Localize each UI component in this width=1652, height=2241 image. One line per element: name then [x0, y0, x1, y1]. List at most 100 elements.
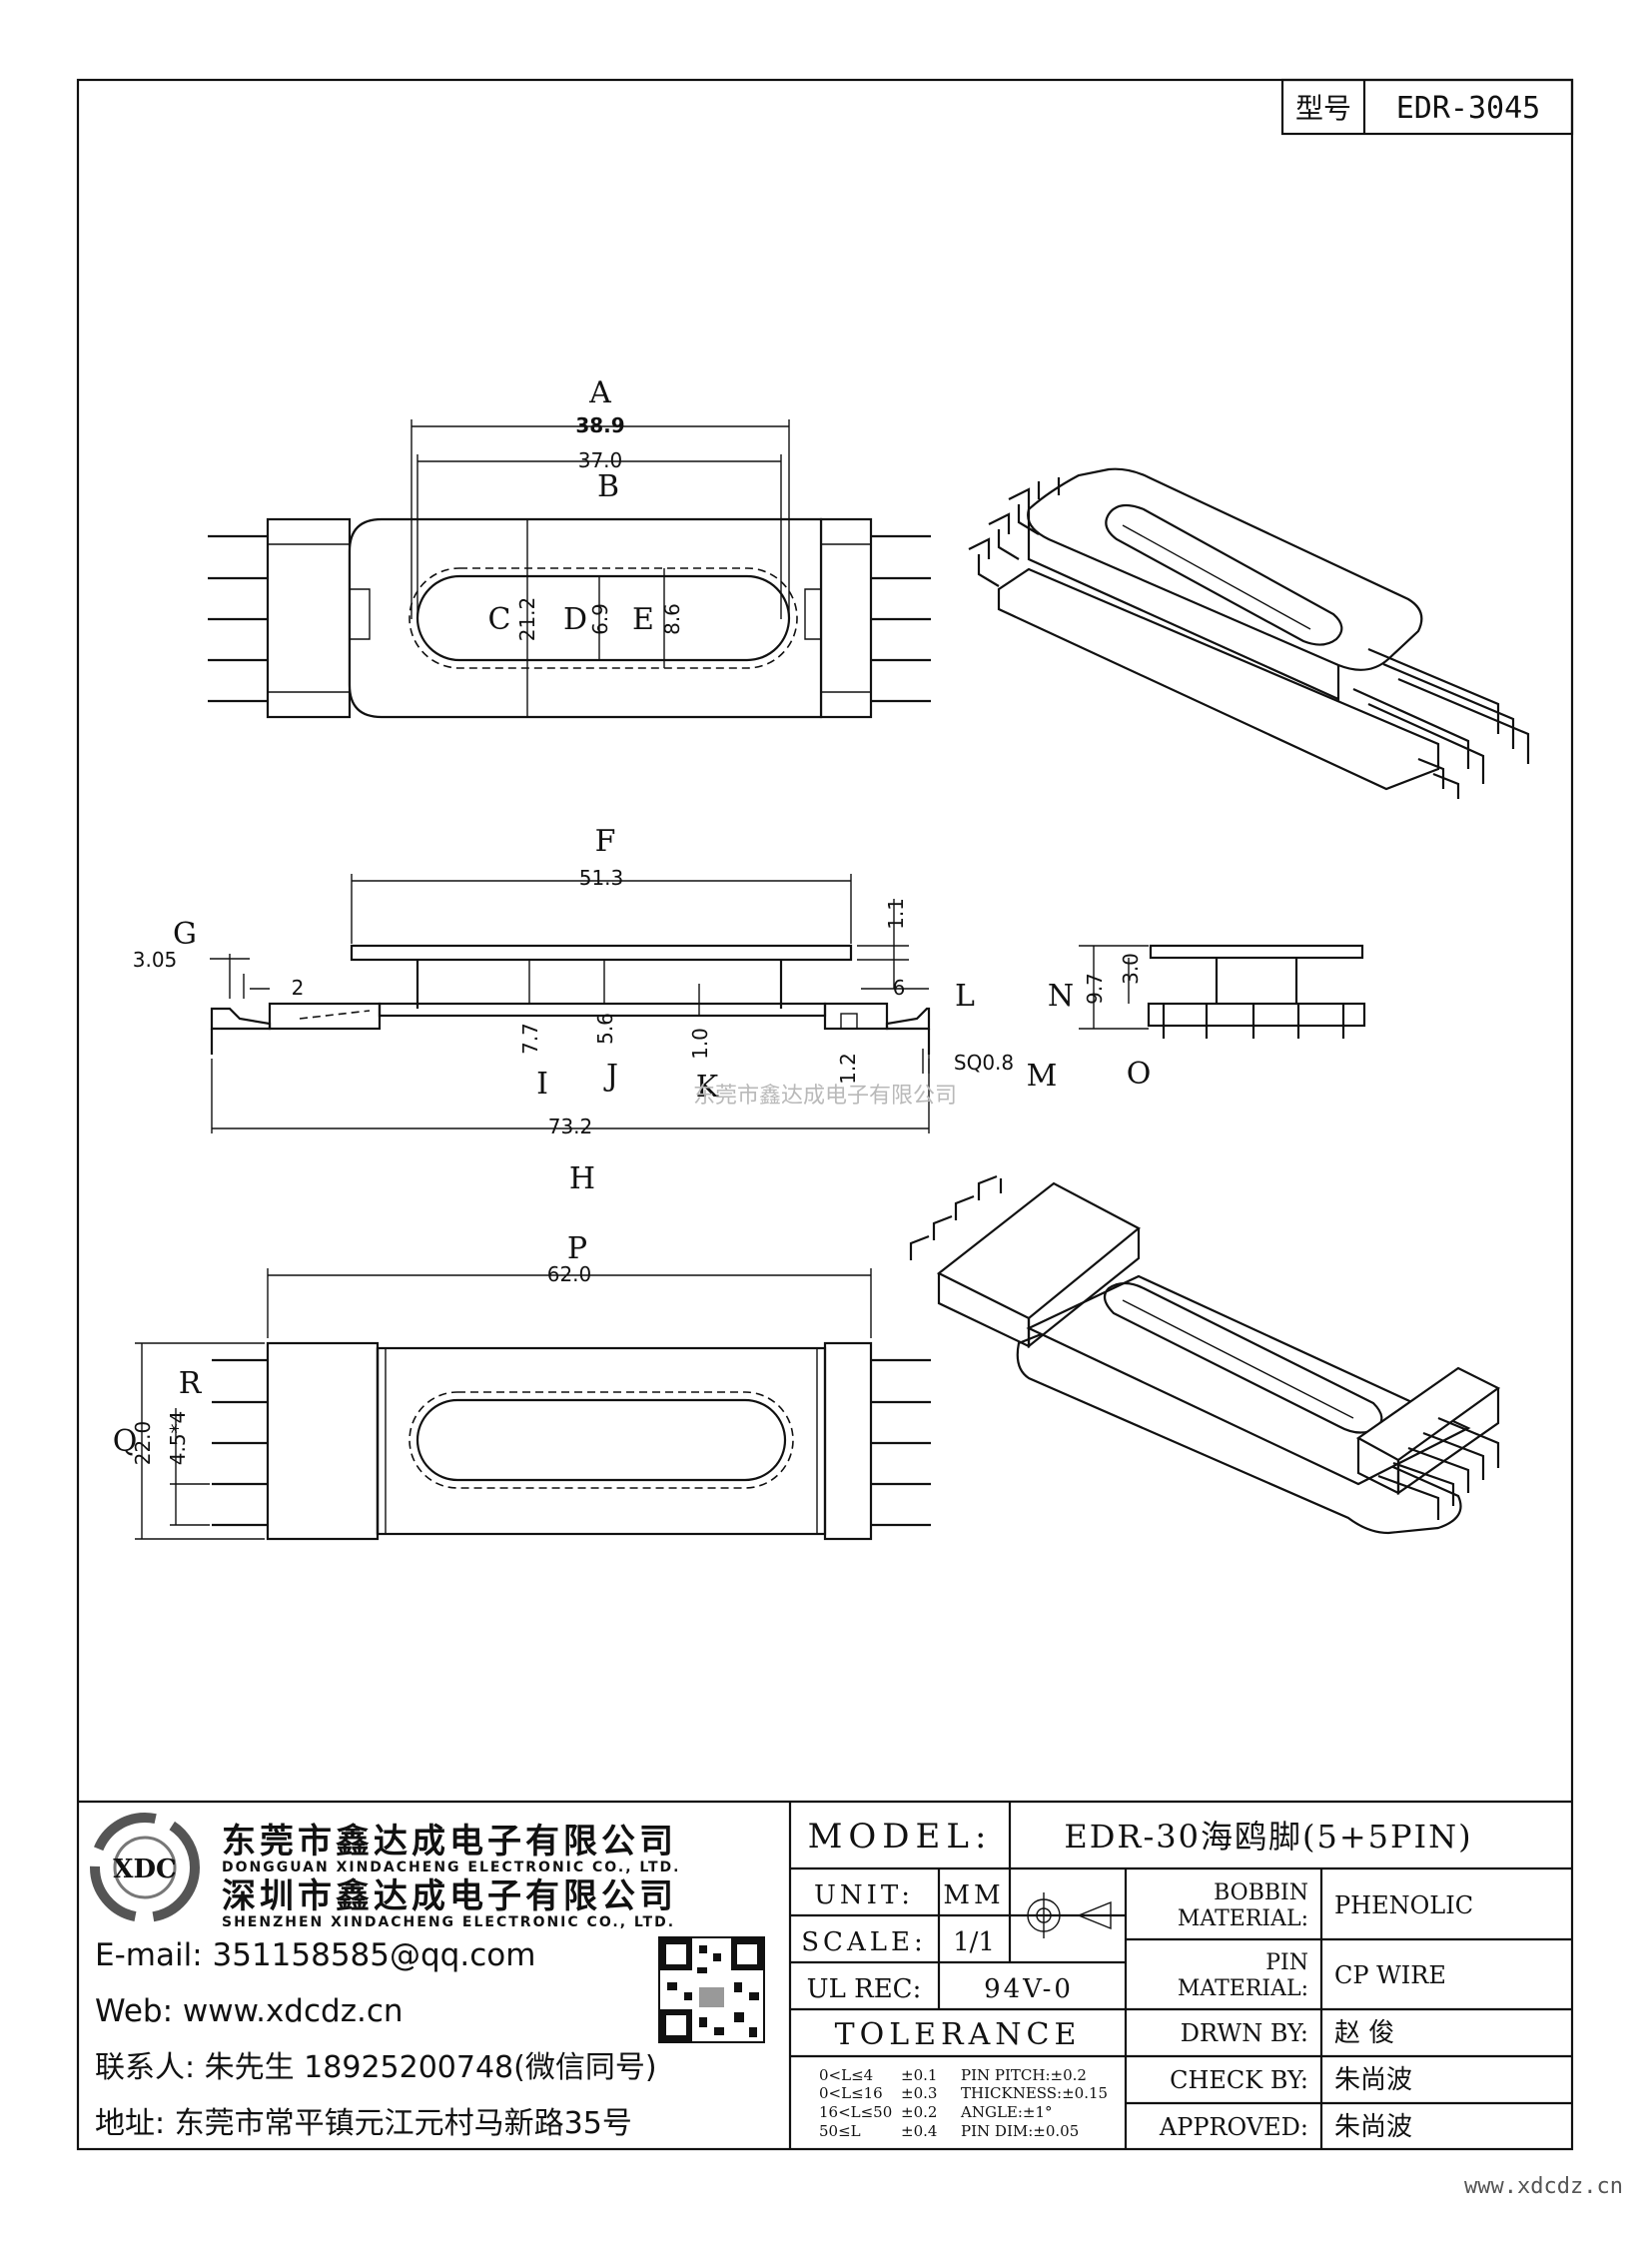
company-logo-text: XDC	[113, 1855, 176, 1884]
projection-symbol-icon	[1021, 1892, 1119, 1938]
iso-view-top	[968, 467, 1530, 799]
bottom-view: P 62.0 Q 22.0 R 4.5*4	[113, 1231, 931, 1541]
dim-g2: 2	[292, 976, 305, 1000]
tb-ul-value: 94V-0	[984, 1974, 1074, 2004]
dim-r: 4.5*4	[166, 1411, 190, 1466]
label-h: H	[569, 1161, 595, 1196]
label-b: B	[597, 469, 619, 504]
dim-q: 22.0	[131, 1421, 155, 1466]
tb-drawn-value: 赵 俊	[1334, 2018, 1394, 2048]
tol-r1-c1: ±0.3	[901, 2084, 937, 2102]
company-name-en-1: DONGGUAN XINDACHENG ELECTRONIC CO., LTD.	[222, 1860, 681, 1875]
dim-o: 3.0	[1119, 953, 1143, 985]
tb-approved-label: APPROVED:	[1159, 2113, 1308, 2141]
company-web: Web: www.xdcdz.cn	[95, 1993, 404, 2029]
tb-scale-value: 1/1	[953, 1927, 995, 1957]
watermark-text: 东莞市鑫达成电子有限公司	[693, 1084, 957, 1109]
bottom-view-window	[415, 1398, 787, 1482]
header-model-box: 型号 EDR-3045	[1280, 78, 1574, 136]
bottom-view-right-flange	[823, 1341, 873, 1541]
label-i: I	[536, 1067, 548, 1102]
dim-f: 51.3	[579, 866, 624, 890]
label-c: C	[488, 602, 511, 637]
tol-r2-c0: 16<L≤50	[819, 2103, 892, 2121]
iso-view-bottom	[909, 1174, 1501, 1535]
dim-e: 8.6	[660, 603, 684, 635]
dim-g: 3.05	[133, 948, 178, 972]
label-r: R	[179, 1366, 203, 1401]
tb-ul-label: UL REC:	[807, 1974, 922, 2004]
tb-pin-label-2: MATERIAL:	[1178, 1976, 1308, 2001]
label-o: O	[1127, 1057, 1152, 1092]
tb-approved-value: 朱尚波	[1334, 2112, 1412, 2142]
sheet-border	[76, 78, 1574, 2151]
tb-check-value: 朱尚波	[1334, 2065, 1412, 2095]
tol-r0-c0: 0<L≤4	[819, 2066, 873, 2084]
dim-d: 6.9	[588, 603, 612, 635]
top-view-left-pins	[208, 534, 268, 703]
dim-i: 7.7	[518, 1023, 542, 1055]
top-view: A 38.9 37.0 B C 21.2 D 6.9 E 8.6	[208, 375, 931, 719]
company-email: E-mail: 351158585@qq.com	[95, 1937, 535, 1973]
qr-code-icon	[658, 1936, 765, 2043]
company-name-cn-1: 东莞市鑫达成电子有限公司	[222, 1822, 677, 1862]
company-address: 地址: 东莞市常平镇元江元村马新路35号	[95, 2106, 632, 2141]
label-g: G	[173, 917, 197, 952]
top-view-right-flange	[819, 517, 873, 719]
dim-a: 38.9	[575, 413, 624, 437]
tol-r3-c0: 50≤L	[819, 2122, 861, 2140]
company-logo: XDC	[90, 1813, 200, 1922]
label-d: D	[563, 602, 587, 637]
dim-k2: 1.2	[836, 1053, 860, 1085]
label-e: E	[632, 602, 654, 637]
tb-model-label: MODEL:	[808, 1817, 993, 1857]
tb-unit-value: MM	[943, 1880, 1004, 1910]
tb-bobbin-value: PHENOLIC	[1334, 1891, 1473, 1919]
tol-r1-c2: THICKNESS:±0.15	[961, 2084, 1108, 2102]
top-view-right-pins	[871, 534, 931, 703]
tb-bobbin-label-1: BOBBIN	[1214, 1880, 1308, 1905]
tol-r3-c2: PIN DIM:±0.05	[961, 2122, 1079, 2140]
label-f: F	[595, 824, 616, 859]
dim-n: 9.7	[1083, 973, 1107, 1005]
tb-pin-label-1: PIN	[1265, 1950, 1308, 1975]
dim-c: 21.2	[515, 597, 539, 642]
dim-f-small: 1.1	[884, 898, 908, 930]
dim-m: SQ0.8	[954, 1051, 1014, 1075]
side-view: F 51.3 1.1 G 3.05 2 7.7 5.6 1.0 1.2 I J …	[133, 824, 1058, 1196]
bottom-view-body	[376, 1346, 827, 1536]
header-model-label: 型号	[1295, 92, 1351, 125]
dim-k: 1.0	[688, 1028, 712, 1060]
header-model-value: EDR-3045	[1396, 91, 1541, 126]
label-n: N	[1048, 979, 1074, 1014]
tol-r2-c1: ±0.2	[901, 2103, 937, 2121]
tol-r0-c1: ±0.1	[901, 2066, 937, 2084]
dim-l: 6	[893, 976, 906, 1000]
company-block: XDC 东莞市鑫达成电子有限公司 DONGGUAN XINDACHENG ELE…	[90, 1813, 765, 2141]
tb-scale-label: SCALE:	[801, 1927, 927, 1957]
label-p: P	[567, 1231, 587, 1266]
tb-unit-label: UNIT:	[814, 1880, 914, 1910]
tb-tolerance-label: TOLERANCE	[835, 2017, 1082, 2052]
dim-h: 73.2	[548, 1115, 593, 1138]
label-j: J	[603, 1059, 618, 1094]
tb-bobbin-label-2: MATERIAL:	[1178, 1906, 1308, 1931]
bottom-view-left-flange	[266, 1341, 380, 1541]
tol-r2-c2: ANGLE:±1°	[960, 2103, 1053, 2121]
title-block: MODEL: EDR-30海鸥脚(5+5PIN) UNIT: MM SCALE:…	[78, 1800, 1572, 2149]
dim-p: 62.0	[547, 1262, 592, 1286]
top-view-left-flange	[266, 517, 352, 719]
label-m: M	[1027, 1059, 1058, 1094]
label-k: K	[696, 1070, 719, 1105]
label-a: A	[588, 375, 611, 410]
dim-j: 5.6	[593, 1013, 617, 1045]
dim-b: 37.0	[578, 448, 623, 472]
label-q: Q	[113, 1424, 138, 1459]
footer-url: www.xdcdz.cn	[1464, 2174, 1623, 2199]
tb-pin-value: CP WIRE	[1334, 1961, 1446, 1989]
company-contact: 联系人: 朱先生 18925200748(微信同号)	[95, 2050, 657, 2085]
tol-r0-c2: PIN PITCH:±0.2	[961, 2066, 1087, 2084]
side-end-view: N 9.7 3.0 O	[1048, 944, 1366, 1092]
tol-r1-c0: 0<L≤16	[819, 2084, 883, 2102]
